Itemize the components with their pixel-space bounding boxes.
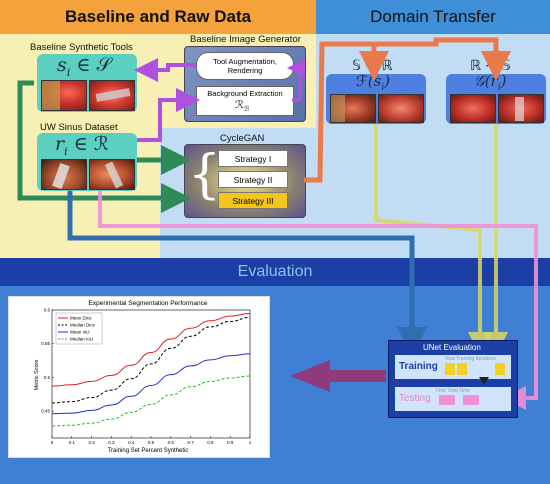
sinus-dataset-box: ri ∈ ℛ <box>37 133 137 191</box>
cyclegan-title: CycleGAN <box>220 133 265 144</box>
arrow-unet-to-chart <box>290 360 386 392</box>
legend-label: Median Dice <box>70 323 96 328</box>
training-bar-2 <box>457 363 467 375</box>
sinus-dataset-formula: ri ∈ ℛ <box>55 133 109 158</box>
series-line-median-iou <box>51 375 251 427</box>
strategy-i: Strategy I <box>218 150 288 167</box>
synthetic-tools-box: si ∈ 𝒮 <box>37 54 137 112</box>
legend-label: Median IoU <box>70 337 93 342</box>
arrow-sinus-to-generator <box>137 88 200 142</box>
chart-ylabel: Metric Score <box>34 360 40 391</box>
synthetic-tools-formula: si ∈ 𝒮 <box>57 54 112 79</box>
series-line-mean-dice <box>51 312 251 387</box>
arrow-sinus-to-testing <box>98 191 538 410</box>
g-transfer-box: 𝒢(ri) <box>446 72 546 124</box>
background-extraction-label: Background Extraction <box>207 89 283 98</box>
legend-label: Mean IoU <box>70 330 90 335</box>
arrow-cyclegan-to-g <box>374 37 511 81</box>
f-thumb-1 <box>330 94 376 123</box>
arrow-generator-to-synthetic <box>134 58 196 82</box>
background-extraction-formula: ℛℬ <box>235 98 250 114</box>
y-tick-label: 0.6 <box>44 308 51 313</box>
strategy-ii: Strategy II <box>218 171 288 188</box>
unet-evaluation-title: UNet Evaluation <box>423 343 481 352</box>
sinus-dataset-title: UW Sinus Dataset <box>40 122 118 133</box>
synthetic-tools-title: Baseline Synthetic Tools <box>30 42 133 53</box>
x-tick-label: 0.7 <box>187 440 194 445</box>
x-tick-label: 0.5 <box>148 440 155 445</box>
chart-title: Experimental Segmentation Performance <box>89 300 208 307</box>
baseline-header: Baseline and Raw Data <box>0 0 316 34</box>
evaluation-header: Evaluation <box>0 258 550 286</box>
chart-panel <box>8 296 270 458</box>
testing-bar-1 <box>439 395 455 405</box>
x-tick-label: 0.3 <box>108 440 115 445</box>
testing-bar-2 <box>463 395 479 405</box>
training-panel: Training Now Training Iterations <box>395 355 511 379</box>
x-tick-label: 0.8 <box>207 440 214 445</box>
testing-sub-label: Time Total Time <box>435 388 471 394</box>
series-line-mean-iou <box>51 353 251 415</box>
series-line-median-dice <box>51 316 251 404</box>
unet-flow-arrow <box>479 377 489 385</box>
training-sub-label: Now Training Iterations <box>445 356 497 362</box>
domain-transfer-header-text: Domain Transfer <box>370 7 496 26</box>
training-bar-3 <box>495 363 505 375</box>
x-tick-label: 0 <box>51 440 54 445</box>
y-tick-label: 0.5 <box>44 375 51 380</box>
arrow-sinus-to-unet <box>67 191 427 357</box>
y-tick-label: 0.55 <box>41 341 50 346</box>
arrow-cyclegan-to-transfer <box>304 41 389 183</box>
evaluation-header-text: Evaluation <box>237 263 313 280</box>
strategy-brace: { <box>188 145 222 205</box>
synthetic-thumb-2 <box>89 80 135 111</box>
x-tick-label: 1 <box>249 440 252 445</box>
domain-transfer-header: Domain Transfer <box>316 0 550 34</box>
testing-panel: Testing Time Total Time <box>395 387 511 411</box>
sinus-thumb-1 <box>41 159 87 190</box>
y-tick-label: 0.45 <box>41 409 50 414</box>
tool-augmentation-label: Tool Augmentation, Rendering <box>213 57 277 75</box>
image-generator-title: Baseline Image Generator <box>190 34 301 45</box>
arrow-bg-to-tool <box>287 59 305 102</box>
g-thumb-1 <box>450 94 496 123</box>
x-tick-label: 0.1 <box>69 440 76 445</box>
f-transfer-box: ℱ(si) <box>326 72 426 124</box>
tool-augmentation-box: Tool Augmentation, Rendering <box>196 52 294 80</box>
baseline-header-text: Baseline and Raw Data <box>64 7 252 26</box>
chart-xlabel: Training Set Percent Synthetic <box>108 448 189 454</box>
x-tick-label: 0.6 <box>168 440 175 445</box>
f-thumb-2 <box>378 94 424 123</box>
training-label: Training <box>399 361 438 372</box>
synthetic-thumb-1 <box>41 80 87 111</box>
g-thumb-2 <box>498 94 544 123</box>
training-bar-1 <box>445 363 455 375</box>
x-tick-label: 0.4 <box>128 440 135 445</box>
x-tick-label: 0.2 <box>88 440 95 445</box>
unet-evaluation-box: UNet Evaluation Training Now Training It… <box>388 340 518 418</box>
testing-label: Testing <box>399 393 431 404</box>
legend-label: Mean Dice <box>70 316 92 321</box>
background-extraction-box: Background Extraction ℛℬ <box>196 86 294 116</box>
x-tick-label: 0.9 <box>227 440 234 445</box>
sinus-thumb-2 <box>89 159 135 190</box>
strategy-iii: Strategy III <box>218 192 288 209</box>
